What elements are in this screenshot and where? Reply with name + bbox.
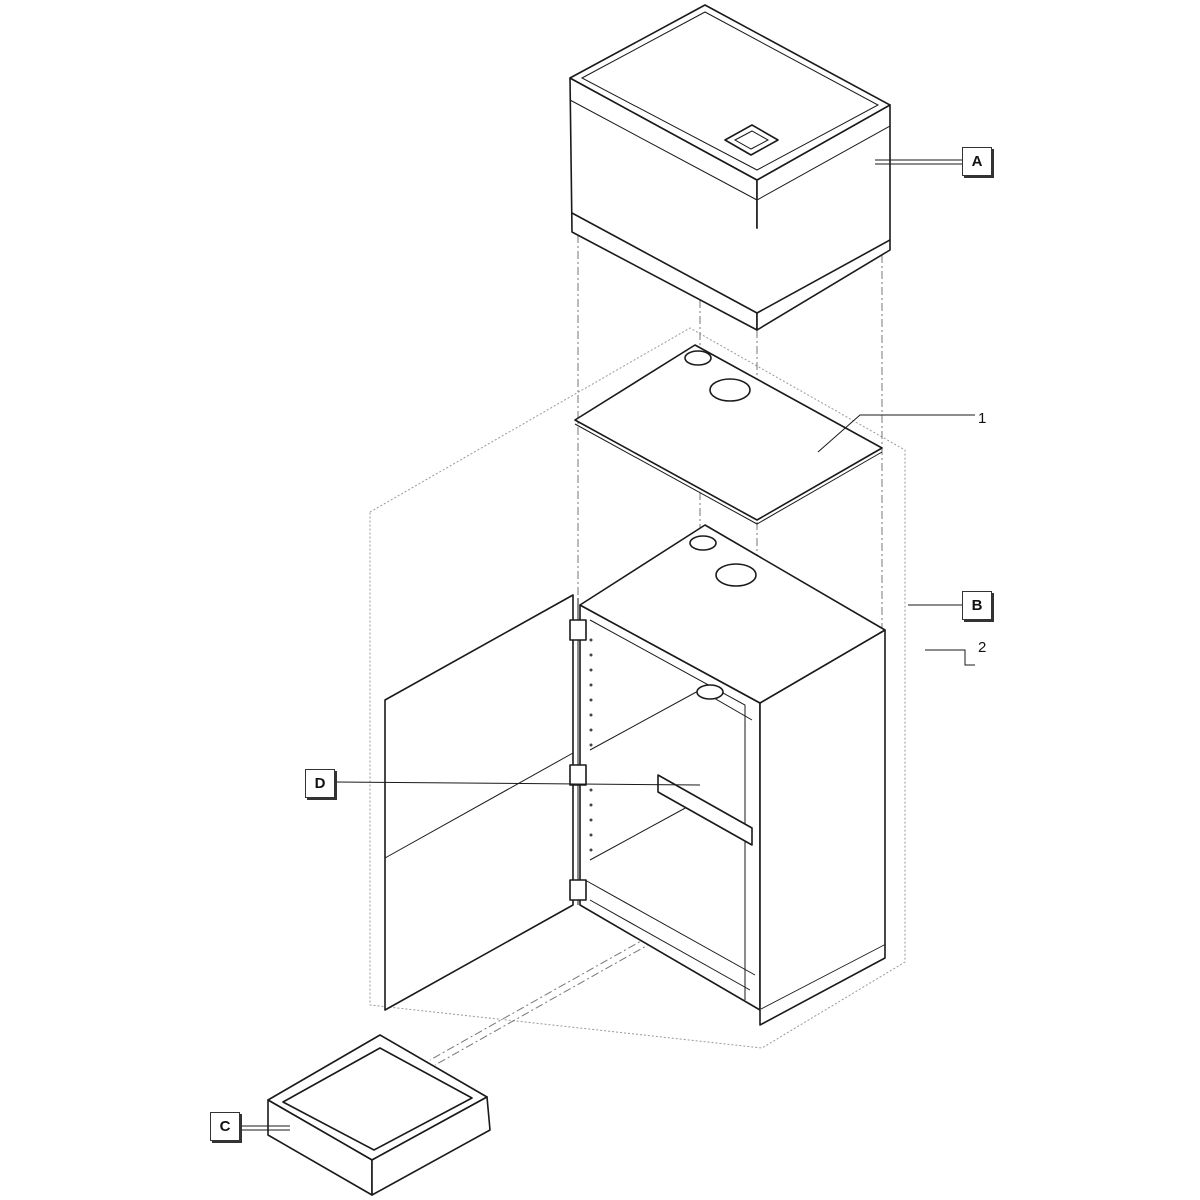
label-c: C [210,1112,240,1141]
hinge-icons [569,619,587,901]
label-part-2: 2 [978,639,987,656]
part-c-drawer [267,1034,491,1196]
leader-lines [240,159,975,1131]
label-b: B [962,591,992,620]
cabinet-door [384,594,579,1011]
part-1-shelf [574,344,883,525]
label-part-1: 1 [978,410,987,427]
shelf-pin-holes [589,638,593,852]
label-a: A [962,147,992,176]
label-d: D [305,769,335,798]
cabinet-group-outline [369,327,906,1049]
part-b-cabinet [579,524,886,1026]
part-a-box [569,4,891,331]
